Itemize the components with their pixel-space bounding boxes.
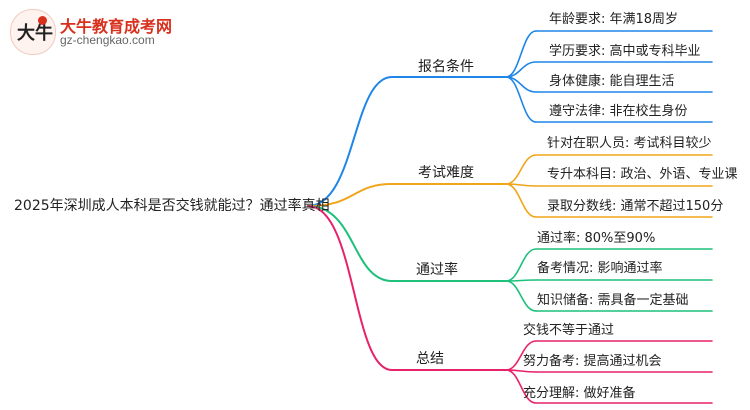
leaf-registration-2: 学历要求: 高中或专科毕业 (549, 44, 701, 59)
connector-branch-leaf (505, 30, 537, 78)
leaf-registration-4: 遵守法律: 非在校生身份 (549, 104, 688, 119)
connector-branch-leaf (505, 154, 537, 185)
leaf-difficulty-3: 录取分数线: 通常不超过150分 (547, 199, 724, 214)
connector-branch-leaf (505, 248, 537, 282)
leaf-registration-1: 年龄要求: 年满18周岁 (549, 12, 679, 27)
connector-root-branch (307, 205, 393, 282)
connector-branch-leaf (505, 369, 537, 404)
root-topic: 2025年深圳成人本科是否交钱就能过？通过率真相 (14, 198, 330, 214)
leaf-summary-2: 努力备考: 提高通过机会 (523, 354, 662, 369)
brand-logo: 大牛 大牛教育成考网 gz-chengkao.com (10, 9, 180, 55)
connector-root-branch (307, 205, 393, 371)
connector-root-branch (307, 76, 393, 207)
leaf-pass-rate-2: 备考情况: 影响通过率 (537, 261, 663, 276)
leaf-registration-3: 身体健康: 能自理生活 (549, 74, 675, 89)
connector-branch-leaf (505, 183, 537, 218)
connector-branch-leaf (505, 76, 537, 123)
leaf-pass-rate-1: 通过率: 80%至90% (537, 231, 656, 246)
leaf-summary-3: 充分理解: 做好准备 (523, 386, 636, 401)
branch-registration: 报名条件 (418, 59, 474, 75)
logo-dot-icon (38, 16, 47, 25)
connector-branch-leaf (505, 280, 537, 312)
connector-root-branch (307, 183, 393, 207)
branch-difficulty: 考试难度 (418, 165, 474, 181)
leaf-summary-1: 交钱不等于通过 (523, 323, 615, 338)
brand-name: 大牛教育成考网 (60, 19, 173, 36)
connector-branch-leaf (505, 340, 537, 371)
brand-url: gz-chengkao.com (60, 33, 155, 47)
logo-mark: 大牛 (17, 23, 53, 44)
branch-summary: 总结 (416, 351, 444, 367)
leaf-difficulty-2: 专升本科目: 政治、外语、专业课 (547, 167, 738, 182)
logo-badge-icon: 大牛 (10, 9, 56, 55)
branch-pass-rate: 通过率 (416, 262, 458, 278)
leaf-pass-rate-3: 知识储备: 需具备一定基础 (537, 293, 689, 308)
leaf-difficulty-1: 针对在职人员: 考试科目较少 (547, 136, 712, 151)
